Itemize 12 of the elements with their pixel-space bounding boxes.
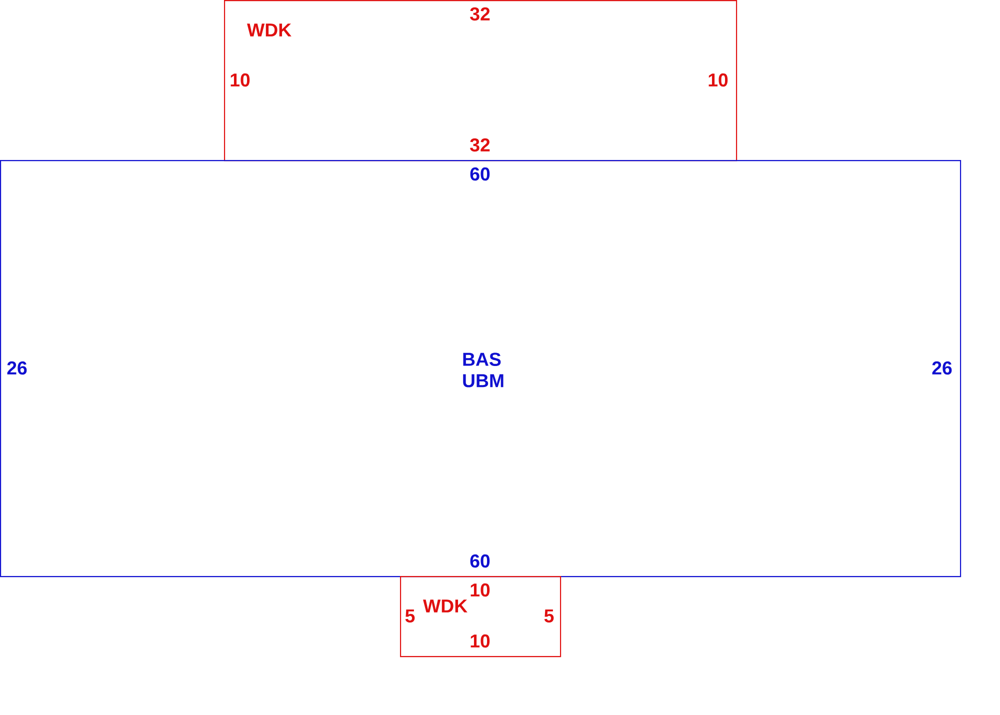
dimension-label: 10 [470,583,490,597]
dimension-label: 26 [932,361,952,375]
dimension-label: 5 [544,610,554,623]
dimension-label: 60 [470,554,490,568]
dimension-label: 32 [470,7,490,21]
dimension-label: 60 [470,167,490,181]
dimension-label: 26 [7,361,27,375]
dimension-label: 5 [405,610,415,623]
dimension-label: 10 [470,634,490,648]
dimension-label: 32 [470,138,490,152]
dimension-label: 10 [230,73,250,87]
dimension-label: 10 [708,73,728,87]
